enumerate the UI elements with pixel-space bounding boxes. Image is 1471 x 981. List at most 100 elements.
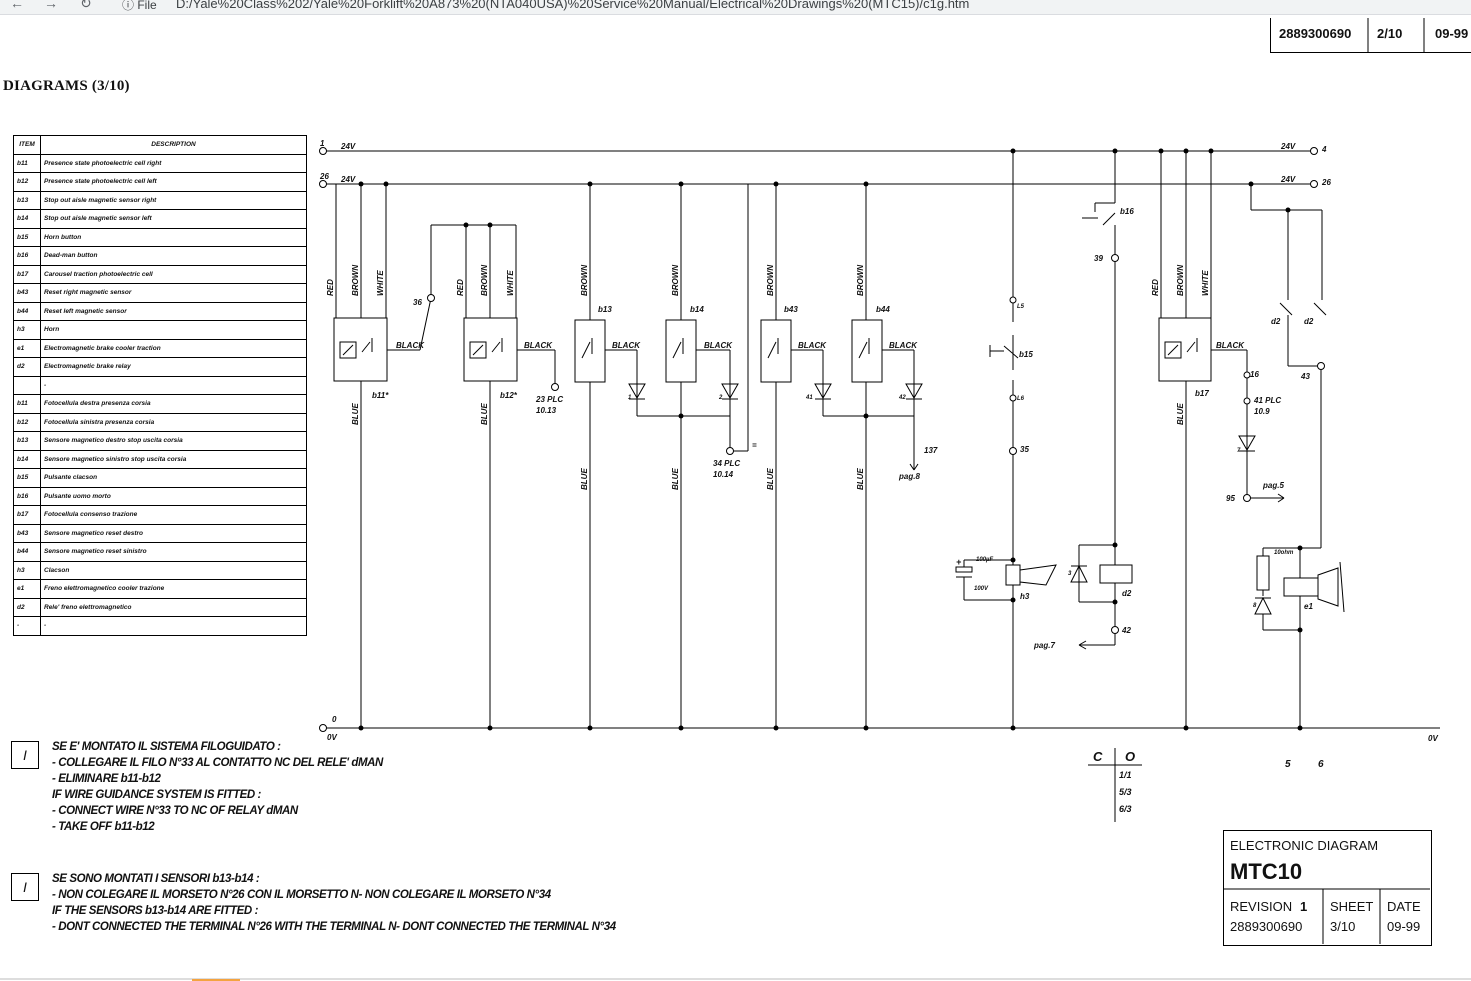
diode-label-8: 8 <box>1253 603 1257 609</box>
note-2-line: - DONT CONNECTED THE TERMINAL N°26 WITH … <box>52 921 616 933</box>
forward-arrow-icon[interactable]: → <box>44 0 58 11</box>
wire-black-b13: BLACK <box>612 341 641 350</box>
label-b15: b15 <box>1019 350 1033 359</box>
terminal-137: 137 <box>924 446 938 455</box>
terminal-41-plc: 41 PLC <box>1253 396 1281 405</box>
wire-brown-b43: BROWN <box>766 265 775 296</box>
legend-item-code: b14 <box>13 449 41 469</box>
legend-item-code: b12 <box>13 412 41 432</box>
legend-item-description: Horn <box>40 320 307 340</box>
browser-toolbar: ← → ↻ ⓘ File D:/Yale%20Class%202/Yale%20… <box>0 0 1471 15</box>
legend-item-description: Sensore magnetico sinistro stop uscita c… <box>40 449 307 469</box>
legend-item-description: Sensore magnetico destro stop uscita cor… <box>40 431 307 451</box>
legend-item-description: Fotocellula consenso trazione <box>40 505 307 525</box>
wire-black-b17: BLACK <box>1216 341 1245 350</box>
terminal-43: 43 <box>1300 372 1310 381</box>
legend-item-code: b11 <box>13 394 41 414</box>
legend-item-code: h3 <box>13 320 41 340</box>
wire-red-b11: RED <box>326 279 335 296</box>
terminal-10-9: 10.9 <box>1254 407 1270 416</box>
label-b13: b13 <box>598 305 612 314</box>
co-row-3: 6/3 <box>1119 804 1132 814</box>
strip-code: 2889300690 <box>1279 26 1352 41</box>
terminal-pag7: pag.7 <box>1033 641 1055 650</box>
reload-icon[interactable]: ↻ <box>80 0 92 11</box>
legend-item-code <box>13 375 41 395</box>
terminal-10-13: 10.13 <box>536 406 557 415</box>
legend-item-description: Stop out aisle magnetic sensor left <box>40 209 307 229</box>
wire-black-b43: BLACK <box>798 341 827 350</box>
legend-item-code: d2 <box>13 597 41 617</box>
legend-item-code: b44 <box>13 542 41 562</box>
wire-brown-b12: BROWN <box>480 265 489 296</box>
diode-label-3: 3 <box>1068 571 1072 577</box>
co-header-c: C <box>1093 749 1103 764</box>
co-row-2: 5/3 <box>1119 787 1132 797</box>
legend-item-description: Presence state photoelectric cell left <box>40 172 307 192</box>
marker-l6: L6 <box>1017 396 1025 402</box>
site-info-chip[interactable]: ⓘ File <box>122 0 157 12</box>
wire-black-b44: BLACK <box>889 341 918 350</box>
wire-blue-b11: BLUE <box>351 403 360 425</box>
wire-black-b11: BLACK <box>396 341 425 350</box>
legend-item-description: - <box>40 616 307 636</box>
capacitor-voltage: 100V <box>974 586 989 592</box>
legend-item-description: Freno elettromagnetico cooler trazione <box>40 579 307 599</box>
legend-item-code: b13 <box>13 431 41 451</box>
note-1-line: - COLLEGARE IL FILO N°33 AL CONTATTO NC … <box>52 757 383 769</box>
legend-item-code: b12 <box>13 172 41 192</box>
rail-label-26: 26 <box>319 172 329 181</box>
legend-item-code: b13 <box>13 190 41 210</box>
diode-label-42: 42 <box>898 395 906 401</box>
wire-white-b17: WHITE <box>1201 270 1210 296</box>
legend-row: -- <box>13 616 307 636</box>
title-block-model: MTC10 <box>1230 859 1303 884</box>
label-b43: b43 <box>784 305 798 314</box>
label-b14: b14 <box>690 305 704 314</box>
terminal-36: 36 <box>413 298 422 307</box>
rail-label-24v-r2: 24V <box>1280 175 1296 184</box>
diode-label-7: 7 <box>1237 448 1241 454</box>
title-block-title: ELECTRONIC DIAGRAM <box>1230 838 1379 853</box>
back-arrow-icon[interactable]: ← <box>10 0 24 11</box>
wire-brown-b13: BROWN <box>580 265 589 296</box>
label-b11: b11* <box>372 391 389 400</box>
rail-label-0v-r: 0V <box>1428 734 1438 743</box>
label-b17: b17 <box>1195 389 1209 398</box>
legend-item-code: b16 <box>13 486 41 506</box>
legend-item-description: Rele' freno elettromagnetico <box>40 597 307 617</box>
page-title: DIAGRAMS (3/10) <box>3 78 130 94</box>
strip-sheet: 2/10 <box>1377 26 1403 41</box>
legend-item-code: b44 <box>13 301 41 321</box>
legend-row: - <box>13 375 307 395</box>
drawing-code: 2889300690 <box>1230 919 1303 934</box>
note-text-2: SE SONO MONTATI I SENSORI b13-b14 : - NO… <box>52 871 616 935</box>
legend-item-description: Presence state photoelectric cell right <box>40 153 307 173</box>
wire-blue-b14: BLUE <box>671 468 680 490</box>
legend-item-description: Fotocellula destra presenza corsia <box>40 394 307 414</box>
wire-brown-b44: BROWN <box>856 265 865 296</box>
label-h3: h3 <box>1020 592 1030 601</box>
terminal-42: 42 <box>1121 626 1131 635</box>
wire-blue-b12: BLUE <box>480 403 489 425</box>
co-header-o: O <box>1125 749 1135 764</box>
terminal-pag5: pag.5 <box>1262 481 1284 490</box>
legend-item-code: b43 <box>13 523 41 543</box>
legend-item-description: Stop out aisle magnetic sensor right <box>40 190 307 210</box>
note-1-line: - ELIMINARE b11-b12 <box>52 773 161 785</box>
note-2-line: - NON COLEGARE IL MORSETO N°26 CON IL MO… <box>52 889 551 901</box>
date-label: DATE <box>1387 899 1421 914</box>
terminal-34-plc: 34 PLC <box>713 459 740 468</box>
legend-item-code: b15 <box>13 468 41 488</box>
address-bar[interactable]: D:/Yale%20Class%202/Yale%20Forklift%20A8… <box>176 0 970 11</box>
